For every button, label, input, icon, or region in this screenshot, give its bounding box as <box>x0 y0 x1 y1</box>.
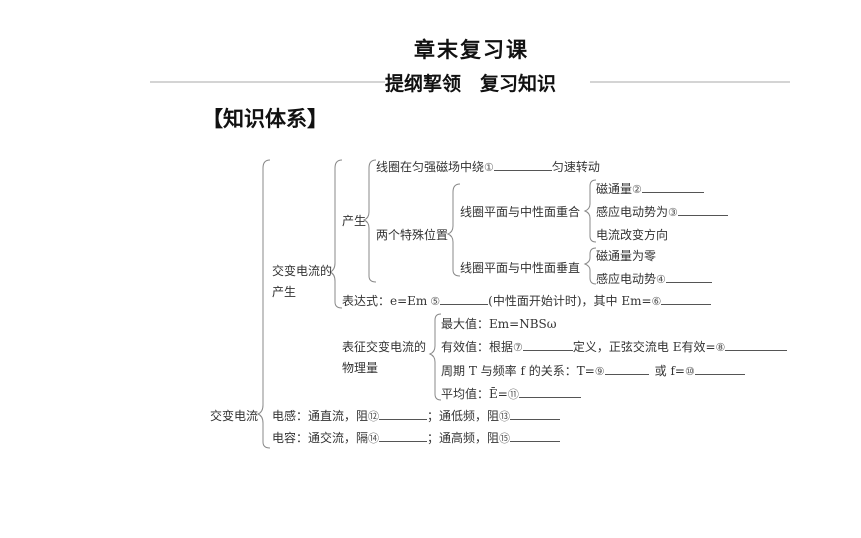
inductor-prefix: 电感：通直流，阻 <box>272 409 369 423</box>
effective-mid: 定义，正弦交流电 E有效= <box>572 340 716 354</box>
effective-prefix: 有效值：根据 <box>441 340 514 354</box>
tree-root-label: 交变电流 <box>210 409 259 423</box>
blank-3-number: ③ <box>668 206 678 219</box>
average-value-line: 平均值：Ē=⑪ <box>441 385 581 402</box>
blank-14-number: ⑭ <box>368 432 380 445</box>
rotate-suffix: 匀速转动 <box>551 160 600 174</box>
blank-4[interactable] <box>665 271 712 283</box>
blank-12[interactable] <box>379 408 428 420</box>
special-positions-label: 两个特殊位置 <box>376 228 449 242</box>
period-prefix: 周期 T 与频率 f 的关系：T= <box>441 364 595 378</box>
blank-11-number: ⑪ <box>507 388 519 401</box>
coincide-item-2-text: 感应电动势为 <box>596 205 669 219</box>
blank-8[interactable] <box>725 339 788 351</box>
inductor-mid: ；通低频，阻 <box>427 409 500 423</box>
blank-6[interactable] <box>661 293 712 305</box>
blank-10-number: ⑩ <box>684 365 695 378</box>
perpendicular-label: 线圈平面与中性面垂直 <box>460 261 581 275</box>
blank-15-number: ⑮ <box>499 432 511 445</box>
blank-11[interactable] <box>518 386 581 398</box>
quantity-label-2: 物理量 <box>342 361 379 375</box>
blank-4-number: ④ <box>656 273 666 286</box>
blank-7-number: ⑦ <box>513 341 523 354</box>
perp-item-1: 磁通量为零 <box>596 249 657 263</box>
rotate-line: 线圈在匀强磁场中绕① 匀速转动 <box>376 158 600 175</box>
production-label-2: 产生 <box>272 285 297 299</box>
blank-13[interactable] <box>510 408 561 420</box>
max-value-line: 最大值：Em=NBSω <box>441 317 557 331</box>
blank-5-number: ⑤ <box>430 295 441 308</box>
capacitor-mid: ；通高频，阻 <box>427 431 500 445</box>
blank-7[interactable] <box>522 339 573 351</box>
page-title: 章末复习课 <box>414 38 529 62</box>
blank-3[interactable] <box>677 204 728 216</box>
page-subtitle: 提纲挈领 复习知识 <box>385 73 557 95</box>
blank-1-number: ① <box>484 161 494 174</box>
coincide-item-1-text: 磁通量 <box>596 182 633 196</box>
section-heading: 【知识体系】 <box>202 107 328 131</box>
blank-6-number: ⑥ <box>651 295 662 308</box>
expression-mid: (中性面开始计时)，其中 Em= <box>488 294 652 308</box>
blank-15[interactable] <box>510 430 561 442</box>
blank-10[interactable] <box>694 363 745 375</box>
blank-14[interactable] <box>379 430 428 442</box>
blank-9[interactable] <box>604 363 649 375</box>
capacitor-prefix: 电容：通交流，隔 <box>272 431 369 445</box>
period-mid: 或 f= <box>654 364 685 378</box>
perp-item-2-text: 感应电动势 <box>596 272 657 286</box>
inductor-line: 电感：通直流，阻⑫ ；通低频，阻⑬ <box>272 407 561 424</box>
average-prefix: 平均值：Ē= <box>441 387 508 401</box>
expression-prefix: 表达式：e=Em <box>342 294 428 308</box>
perp-item-2: 感应电动势④ <box>596 270 712 287</box>
blank-13-number: ⑬ <box>499 410 511 423</box>
coincide-label: 线圈平面与中性面重合 <box>460 205 581 219</box>
coincide-item-3: 电流改变方向 <box>596 228 669 242</box>
rotate-prefix: 线圈在匀强磁场中绕 <box>376 160 485 174</box>
blank-2[interactable] <box>641 181 704 193</box>
capacitor-line: 电容：通交流，隔⑭ ；通高频，阻⑮ <box>272 429 561 446</box>
period-line: 周期 T 与频率 f 的关系：T=⑨ 或 f=⑩ <box>441 362 745 379</box>
blank-2-number: ② <box>632 183 642 196</box>
blank-8-number: ⑧ <box>715 341 726 354</box>
production-label-1: 交变电流的 <box>272 264 333 278</box>
effective-value-line: 有效值：根据⑦ 定义，正弦交流电 E有效=⑧ <box>441 338 788 355</box>
quantity-label-1: 表征交变电流的 <box>342 340 427 354</box>
coincide-item-1: 磁通量② <box>596 180 704 197</box>
blank-1[interactable] <box>493 159 552 171</box>
blank-12-number: ⑫ <box>368 410 380 423</box>
coincide-item-2: 感应电动势为③ <box>596 203 728 220</box>
blank-9-number: ⑨ <box>594 365 605 378</box>
blank-5[interactable] <box>440 293 489 305</box>
generation-label: 产生 <box>342 214 367 228</box>
